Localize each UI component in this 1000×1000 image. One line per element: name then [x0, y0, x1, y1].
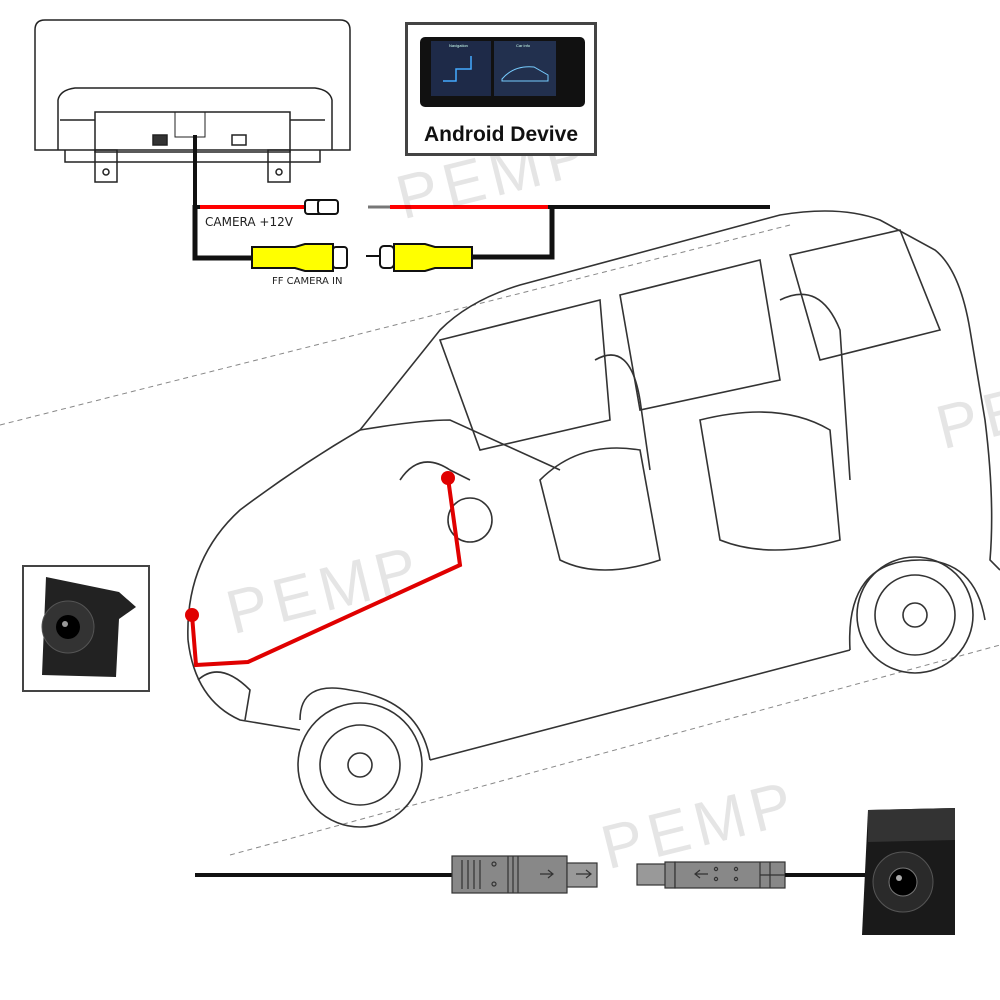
route-point-camera	[185, 608, 199, 622]
car-illustration	[187, 210, 1000, 828]
head-unit-rear	[34, 19, 351, 183]
camera-route	[190, 477, 463, 668]
navigation-panel: Navigation	[431, 41, 491, 96]
power-connector	[304, 199, 339, 215]
rca-male-connector	[366, 243, 473, 272]
extension-plug-male	[451, 855, 598, 894]
front-camera-product	[862, 808, 955, 935]
rca-female-connector	[251, 243, 348, 272]
route-point-head-unit	[441, 471, 455, 485]
android-device-label: Android Devive	[423, 123, 579, 146]
video-cable-head	[192, 205, 258, 261]
head-unit-screen: Navigation Car info	[420, 37, 585, 107]
divider-line	[229, 644, 1000, 856]
divider-line	[0, 224, 791, 426]
navigation-title: Navigation	[449, 43, 468, 48]
camera-closeup-panel	[22, 565, 150, 692]
camera-power-label: CAMERA +12V	[205, 215, 293, 229]
camera-closeup-image	[41, 577, 136, 677]
video-cable-camera	[470, 207, 555, 260]
ff-camera-in-label: FF CAMERA IN	[272, 276, 343, 287]
car-info-title: Car info	[516, 43, 531, 48]
android-device-panel: Navigation Car info Android Devive	[405, 22, 597, 156]
car-info-panel: Car info	[494, 41, 556, 96]
